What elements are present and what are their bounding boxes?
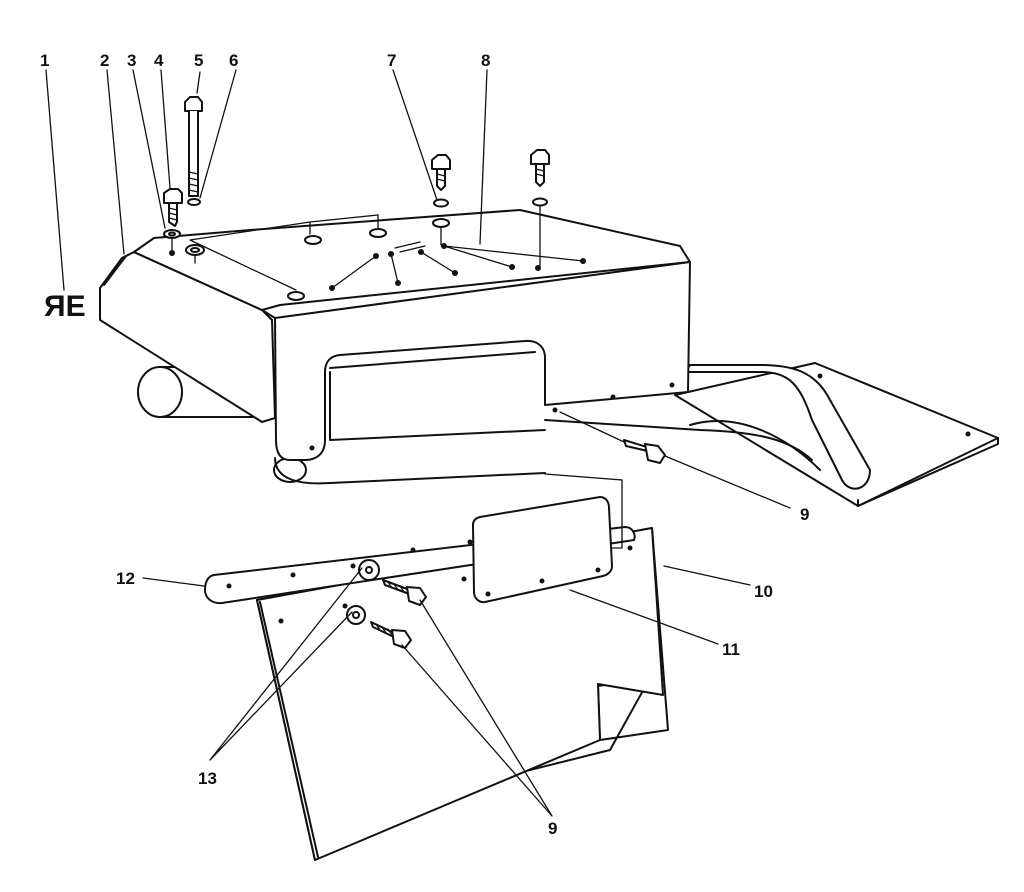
screws-9-lower [370,579,427,649]
callout-11: 11 [722,640,740,659]
washer-6 [185,198,205,256]
callout-3: 3 [127,51,136,70]
washers-13 [346,559,380,625]
callout-9-lower: 9 [548,819,557,838]
bracket-11 [472,473,623,604]
callout-10: 10 [754,582,773,601]
callout-13: 13 [198,769,217,788]
screw-9-upper [559,411,666,464]
hardware-leaders [171,205,541,267]
callout-1: 1 [40,51,49,70]
callout-4: 4 [154,51,164,70]
callout-7: 7 [387,51,396,70]
top-holes [169,214,586,301]
decal-er: ЯE [44,290,86,323]
housing-front [274,261,691,461]
callout-labels: 1 2 3 4 5 6 7 8 9 9 10 11 12 13 [40,51,809,838]
housing-top [133,209,691,311]
leader-lines [45,69,791,817]
callout-9-upper: 9 [800,505,809,524]
callout-6: 6 [229,51,238,70]
bolt-5 [184,96,203,197]
svg-text:ЯE: ЯE [44,290,86,323]
callout-2: 2 [100,51,109,70]
washer-3 [163,229,181,239]
screw-7 [431,154,451,228]
callout-5: 5 [194,51,203,70]
callout-8: 8 [481,51,490,70]
screw-4 [163,188,183,227]
callout-12: 12 [116,569,135,588]
screw-right [530,149,550,207]
